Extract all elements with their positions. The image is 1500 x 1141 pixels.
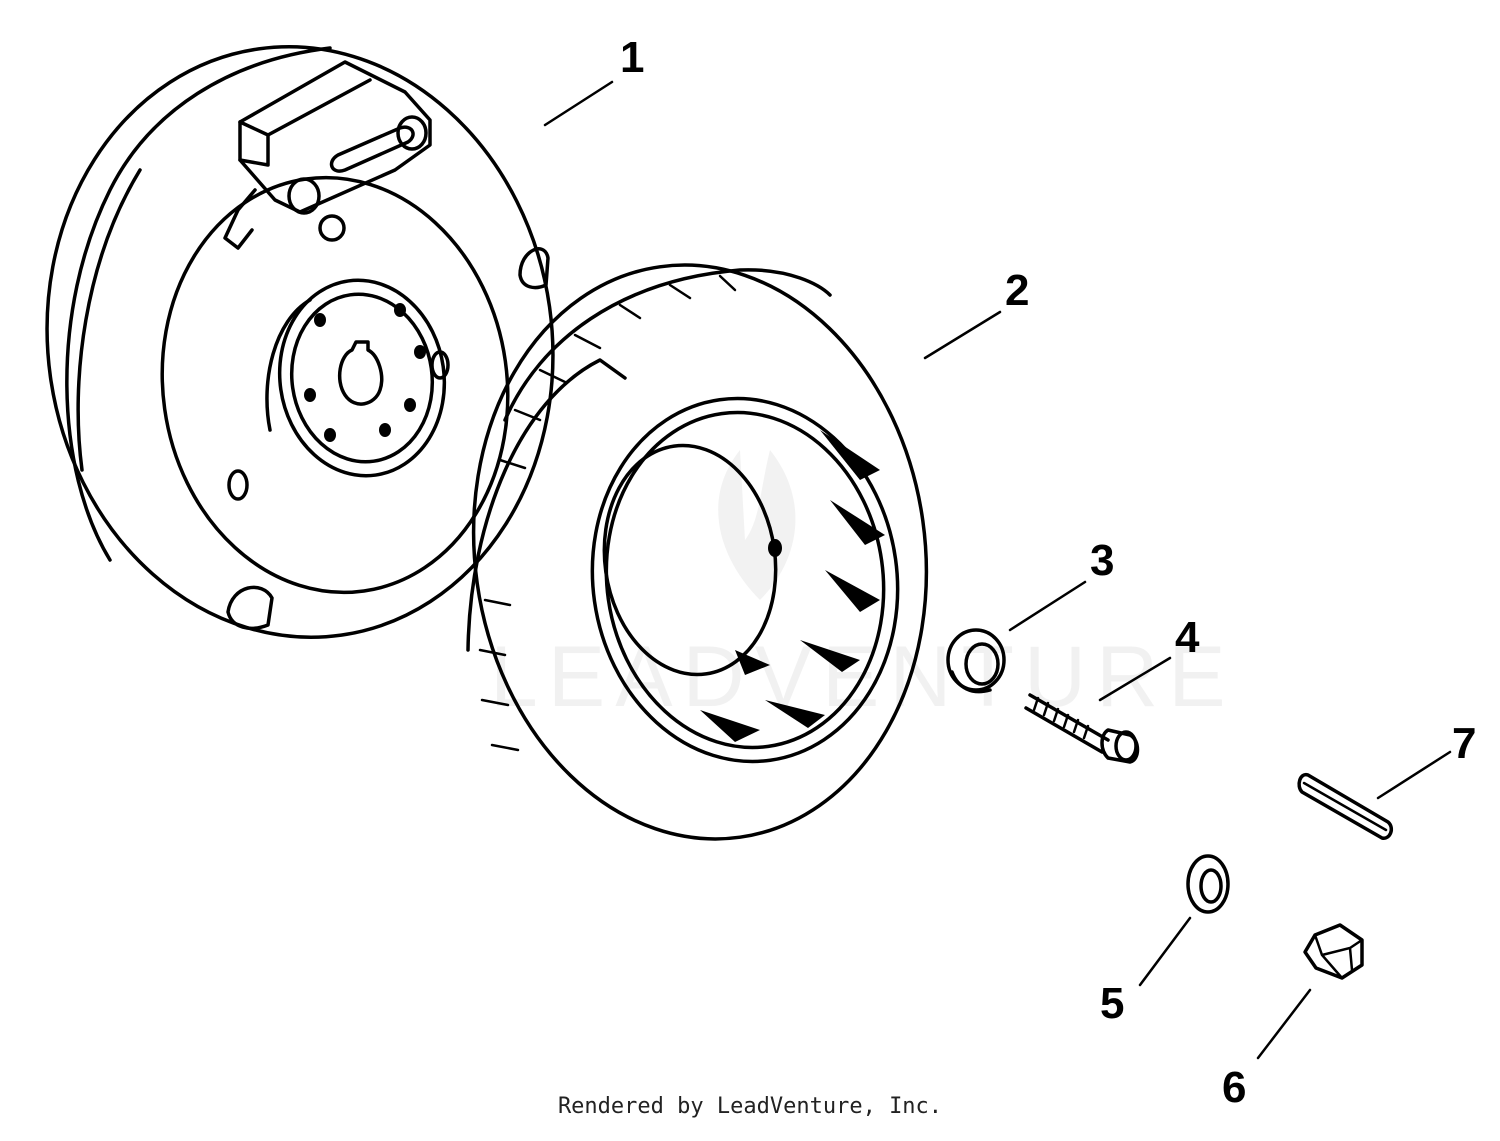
- callout-6: 6: [1222, 988, 1312, 1112]
- watermark: LEADVENTURE: [490, 450, 1226, 725]
- callout-number-3: 3: [1090, 536, 1114, 585]
- callout-number-1: 1: [620, 33, 644, 82]
- part-washer-3[interactable]: [946, 628, 1006, 694]
- callout-4: 4: [1098, 613, 1200, 702]
- part-screw[interactable]: [1024, 693, 1140, 764]
- callout-7: 7: [1376, 719, 1476, 800]
- callout-number-6: 6: [1222, 1063, 1246, 1112]
- part-flywheel[interactable]: [9, 14, 590, 670]
- callout-number-2: 2: [1005, 266, 1029, 315]
- callout-number-7: 7: [1452, 719, 1476, 768]
- part-fan[interactable]: [437, 235, 963, 868]
- callout-2: 2: [923, 266, 1029, 360]
- callout-number-5: 5: [1100, 979, 1124, 1028]
- footer-credit: Rendered by LeadVenture, Inc.: [557, 1094, 943, 1119]
- callout-1: 1: [543, 33, 644, 127]
- part-key[interactable]: [1297, 772, 1394, 840]
- callout-number-4: 4: [1175, 613, 1200, 662]
- callout-3: 3: [1008, 536, 1114, 632]
- callout-5: 5: [1100, 916, 1192, 1028]
- part-washer-5[interactable]: [1186, 854, 1230, 914]
- part-nut[interactable]: [1303, 923, 1364, 980]
